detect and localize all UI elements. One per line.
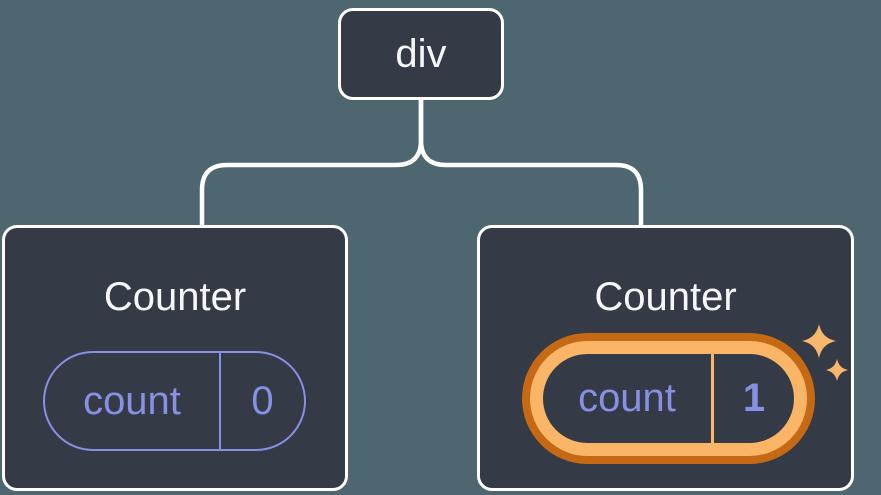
connector-branch-right <box>418 94 644 230</box>
root-node-label: div <box>395 31 447 76</box>
state-key-label: count <box>83 378 181 423</box>
root-node-div: div <box>338 8 504 100</box>
state-pill-left: count 0 <box>43 351 306 451</box>
state-value: 1 <box>711 354 794 443</box>
state-value: 0 <box>219 353 304 449</box>
counter-node-left: Counter count 0 <box>2 225 348 491</box>
sparkle-large <box>802 324 836 358</box>
sparkle-small <box>826 359 848 381</box>
counter-node-right: Counter count 1 <box>477 225 854 491</box>
state-key-label: count <box>578 376 676 420</box>
counter-right-title: Counter <box>594 275 737 319</box>
sparkles-icon <box>802 324 848 381</box>
counter-left-title: Counter <box>103 275 247 319</box>
connector-branch-left <box>199 94 424 230</box>
state-pill-highlighted: count 1 <box>530 341 807 456</box>
